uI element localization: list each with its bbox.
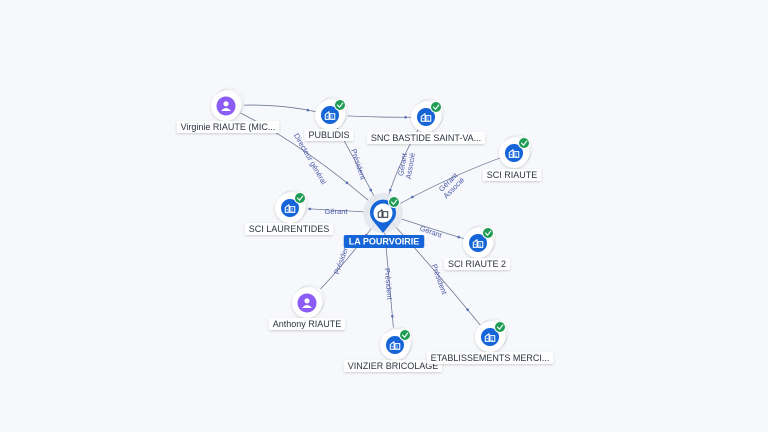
node-label: VINZIER BRICOLAGE	[348, 361, 439, 371]
building-icon	[389, 341, 401, 350]
center-node[interactable]: LA POURVOIRIE	[343, 193, 425, 248]
node-label: Virginie RIAUTE (MIC...	[181, 122, 276, 132]
node-label: PUBLIDIS	[308, 130, 349, 140]
edge-label: GérantAssocié	[396, 151, 417, 180]
node-vinzier[interactable]: VINZIER BRICOLAGE	[343, 326, 443, 372]
edge-arrow-icon	[345, 181, 349, 185]
check-badge-icon	[430, 101, 442, 113]
node-label: SCI RIAUTE 2	[448, 259, 506, 269]
node-scilaurentides[interactable]: SCI LAURENTIDES	[244, 189, 334, 235]
building-icon	[472, 239, 484, 248]
building-icon	[508, 149, 520, 158]
node-label: ETABLISSEMENTS MERCI...	[431, 353, 550, 363]
check-badge-icon	[518, 137, 530, 149]
edge-label: Président	[383, 268, 395, 301]
node-anthony[interactable]: Anthony RIAUTE	[268, 284, 346, 330]
check-badge-icon	[482, 227, 494, 239]
check-badge-icon	[334, 99, 346, 111]
edge-label: Gérant	[325, 207, 349, 216]
edge-arrow-icon	[388, 188, 392, 192]
node-label: SCI RIAUTE	[487, 170, 538, 180]
edge-arrow-icon	[306, 108, 310, 112]
center-label: LA POURVOIRIE	[349, 237, 420, 247]
node-label: Anthony RIAUTE	[273, 319, 342, 329]
edge-arrow-icon	[466, 308, 469, 312]
edge-arrow-icon	[457, 235, 460, 239]
edge-line	[225, 105, 384, 214]
node-label: SNC BASTIDE SAINT-VA...	[371, 133, 481, 143]
building-icon	[324, 111, 336, 120]
node-etablissements[interactable]: ETABLISSEMENTS MERCI...	[426, 318, 554, 364]
person-icon	[302, 298, 312, 308]
check-badge-icon	[494, 321, 506, 333]
node-sciriaute[interactable]: SCI RIAUTE	[482, 134, 542, 181]
edge-arrow-icon	[411, 195, 414, 199]
node-snc[interactable]: SNC BASTIDE SAINT-VA...	[366, 98, 486, 144]
building-icon	[420, 113, 432, 122]
node-label: SCI LAURENTIDES	[249, 224, 330, 234]
edge-arrow-icon	[391, 315, 394, 318]
check-badge-icon	[399, 329, 411, 341]
building-icon	[484, 333, 496, 342]
building-icon	[284, 204, 296, 213]
check-badge-icon	[294, 192, 306, 204]
edge-label: GérantAssocié	[436, 170, 467, 201]
node-publidis[interactable]: PUBLIDIS	[304, 96, 354, 141]
edge-arrow-icon	[308, 207, 312, 211]
edge-arrow-icon	[404, 115, 407, 119]
center-label-pill	[343, 235, 425, 248]
nodes-layer: Virginie RIAUTE (MIC... PUBLIDIS SNC BASTI…	[176, 87, 554, 372]
edge-label: Président	[349, 148, 368, 182]
check-badge-icon	[388, 196, 400, 208]
person-icon	[221, 101, 231, 111]
building-icon	[377, 209, 389, 218]
node-virginie[interactable]: Virginie RIAUTE (MIC...	[176, 87, 280, 133]
node-sciriaute2[interactable]: SCI RIAUTE 2	[443, 224, 511, 270]
edge-arrow-icon	[369, 188, 373, 192]
